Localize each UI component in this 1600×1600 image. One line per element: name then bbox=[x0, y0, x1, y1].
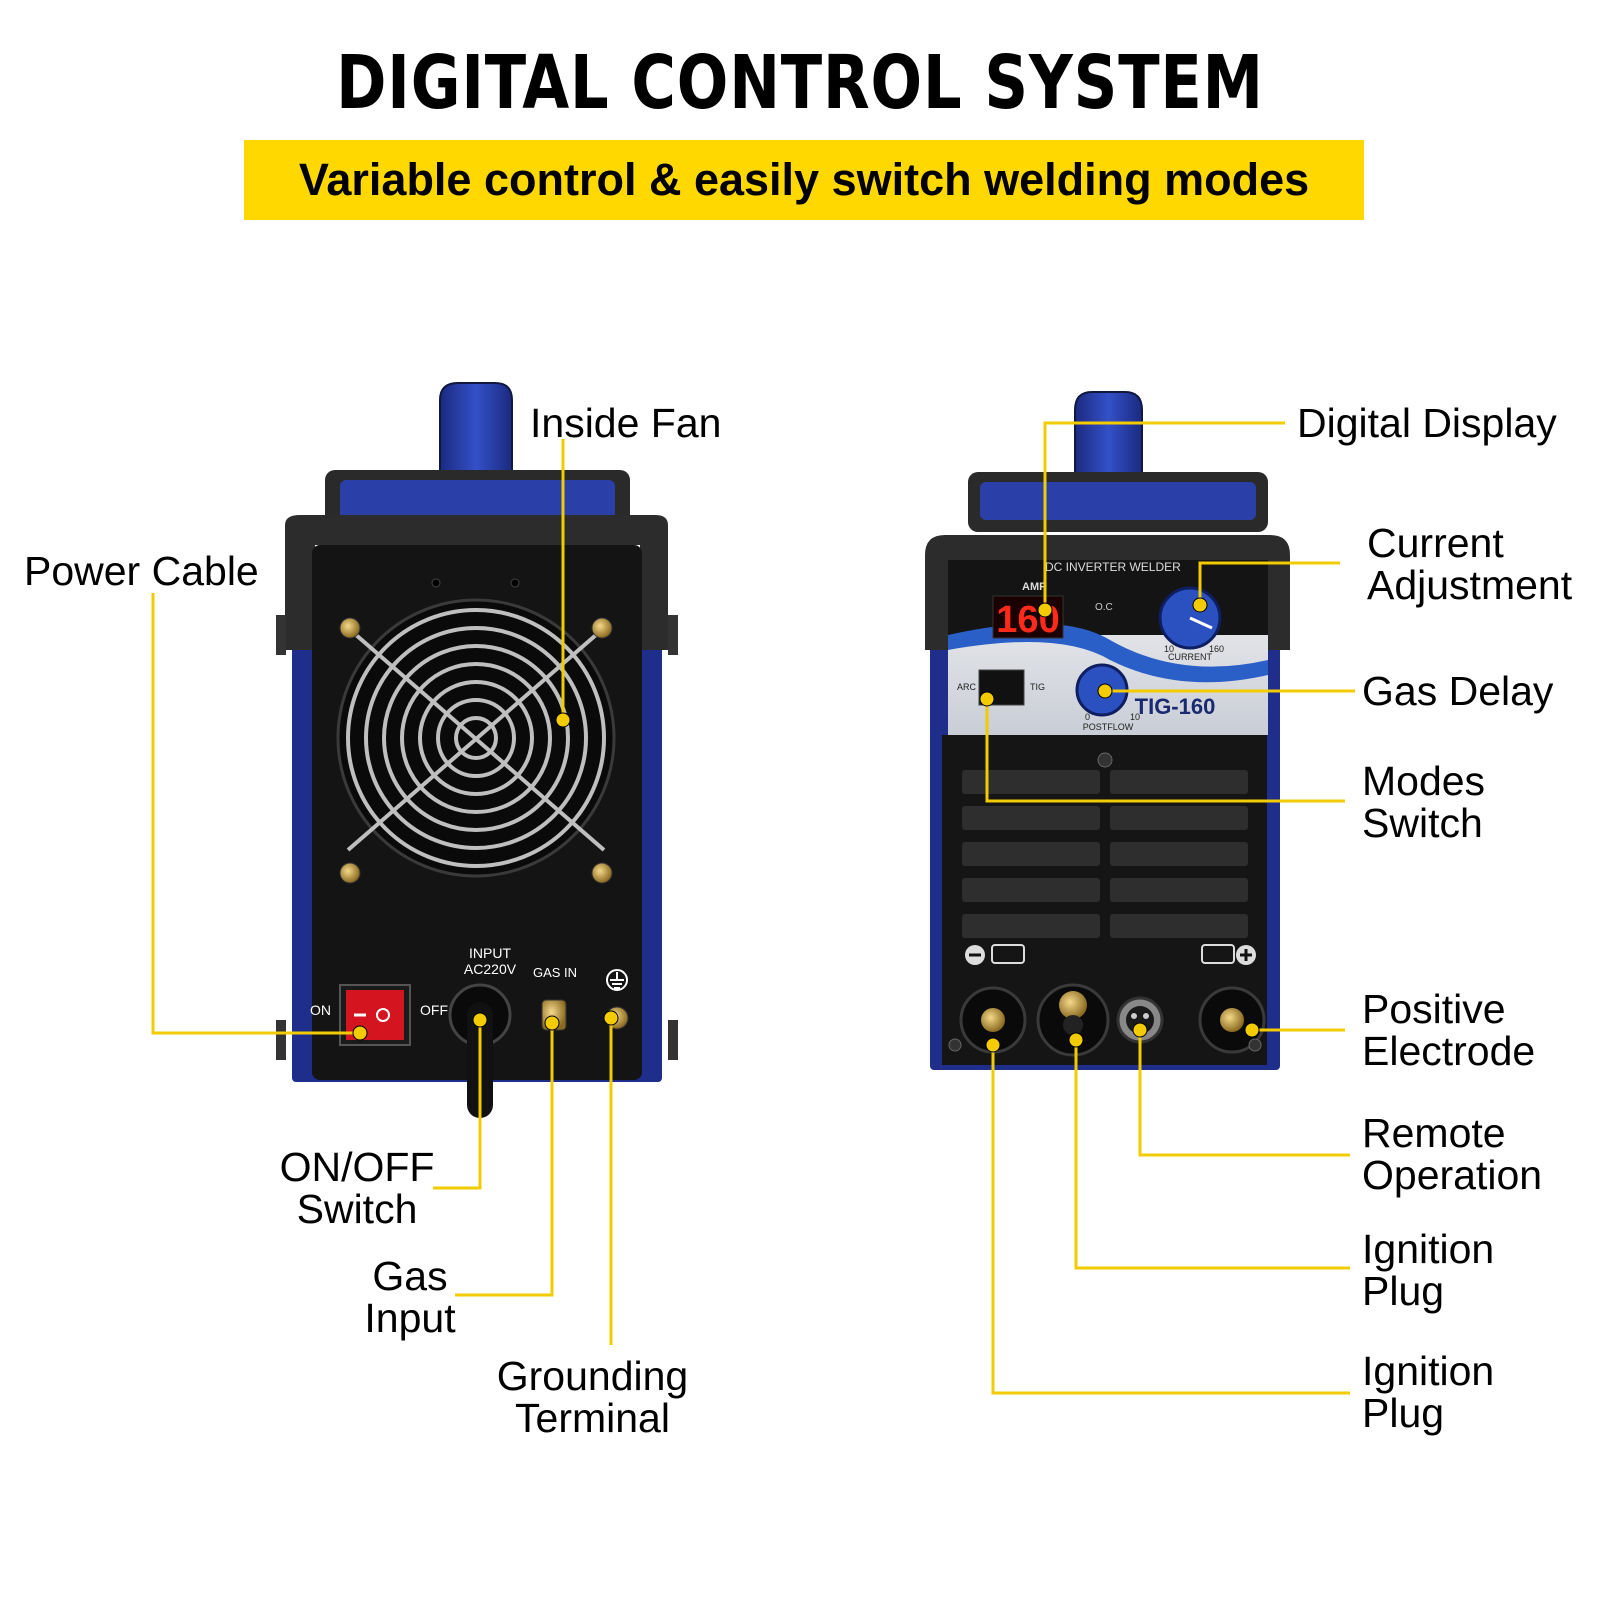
callout-positive-line1: Positive bbox=[1362, 986, 1506, 1032]
callout-grounding-terminal: Grounding Terminal bbox=[480, 1355, 705, 1439]
gas-outlet bbox=[1036, 983, 1110, 1057]
page-title: DIGITAL CONTROL SYSTEM bbox=[336, 40, 1264, 126]
callout-power-cable: Power Cable bbox=[24, 548, 259, 594]
callout-positive-line2: Electrode bbox=[1362, 1028, 1536, 1074]
callout-inside-fan: Inside Fan bbox=[530, 400, 722, 446]
callout-remote-line2: Operation bbox=[1362, 1152, 1543, 1198]
callout-remote-operation: Remote Operation bbox=[1362, 1112, 1542, 1196]
callout-current-line1: Current bbox=[1367, 520, 1504, 566]
callout-on-off-switch: ON/OFF Switch bbox=[262, 1146, 452, 1230]
postflow-label: POSTFLOW bbox=[1083, 722, 1134, 732]
electrode-holder-icon bbox=[1201, 944, 1235, 964]
oc-label: O.C bbox=[1095, 602, 1113, 613]
subtitle-banner: Variable control & easily switch welding… bbox=[244, 140, 1364, 220]
svg-text:10: 10 bbox=[1164, 644, 1174, 654]
callout-ignition-plug-2: Ignition Plug bbox=[1362, 1350, 1494, 1434]
callout-positive-electrode: Positive Electrode bbox=[1362, 988, 1535, 1072]
callout-ignition1-line1: Ignition bbox=[1362, 1226, 1495, 1272]
callout-ignition2-line1: Ignition bbox=[1362, 1348, 1495, 1394]
gas-in-label: GAS IN bbox=[533, 965, 577, 980]
current-label: CURRENT bbox=[1168, 652, 1213, 662]
ground-symbol-icon bbox=[606, 969, 628, 991]
leader-lines bbox=[151, 421, 1355, 1395]
leader-dots bbox=[352, 597, 1260, 1053]
callout-gas-input-line1: Gas bbox=[372, 1253, 448, 1299]
callout-remote-line1: Remote bbox=[1362, 1110, 1506, 1156]
fan-screws bbox=[339, 617, 613, 884]
vent-slots bbox=[962, 770, 1248, 938]
callout-gas-input-line2: Input bbox=[364, 1295, 456, 1341]
callout-on-off-line2: Switch bbox=[296, 1186, 418, 1232]
callout-current-adjustment: Current Adjustment bbox=[1367, 522, 1572, 606]
torch-icon bbox=[991, 944, 1025, 964]
callout-grounding-line1: Grounding bbox=[496, 1353, 689, 1399]
callout-ignition2-line2: Plug bbox=[1362, 1390, 1445, 1436]
callout-gas-input: Gas Input bbox=[355, 1255, 465, 1339]
svg-text:10: 10 bbox=[1130, 712, 1140, 722]
model-name: TIG-160 bbox=[1135, 694, 1216, 719]
brand-line: DC INVERTER WELDER bbox=[1045, 560, 1181, 574]
callout-grounding-line2: Terminal bbox=[515, 1395, 670, 1441]
off-label: OFF bbox=[420, 1002, 448, 1018]
callout-on-off-line1: ON/OFF bbox=[279, 1144, 435, 1190]
subtitle: Variable control & easily switch welding… bbox=[298, 154, 1310, 205]
callout-gas-delay: Gas Delay bbox=[1362, 668, 1554, 714]
callout-modes-line1: Modes bbox=[1362, 758, 1486, 804]
front-bumper bbox=[925, 535, 1290, 650]
rear-machine: ON OFF INPUT AC220V GAS IN bbox=[276, 382, 678, 1118]
callout-digital-display: Digital Display bbox=[1297, 400, 1557, 446]
callout-ignition1-line2: Plug bbox=[1362, 1268, 1445, 1314]
rear-bumper bbox=[285, 515, 668, 650]
input-label: INPUT bbox=[469, 945, 511, 961]
callout-modes-switch: Modes Switch bbox=[1362, 760, 1485, 844]
digital-display bbox=[992, 595, 1064, 639]
on-label: ON bbox=[310, 1002, 331, 1018]
callout-ignition-plug-1: Ignition Plug bbox=[1362, 1228, 1494, 1312]
fan-grille bbox=[336, 598, 616, 878]
arc-label: ARC bbox=[957, 682, 977, 692]
front-machine: DC INVERTER WELDER AMP 160 O.C 10 160 CU… bbox=[925, 391, 1290, 1070]
amp-label: AMP bbox=[1022, 581, 1046, 593]
negative-socket bbox=[959, 986, 1027, 1054]
svg-text:0: 0 bbox=[1085, 712, 1090, 722]
remote-socket bbox=[1116, 996, 1164, 1044]
voltage-label: AC220V bbox=[464, 961, 517, 977]
callout-modes-line2: Switch bbox=[1362, 800, 1483, 846]
callout-current-line2: Adjustment bbox=[1367, 562, 1573, 608]
svg-text:160: 160 bbox=[1209, 644, 1224, 654]
tig-label: TIG bbox=[1030, 682, 1045, 692]
